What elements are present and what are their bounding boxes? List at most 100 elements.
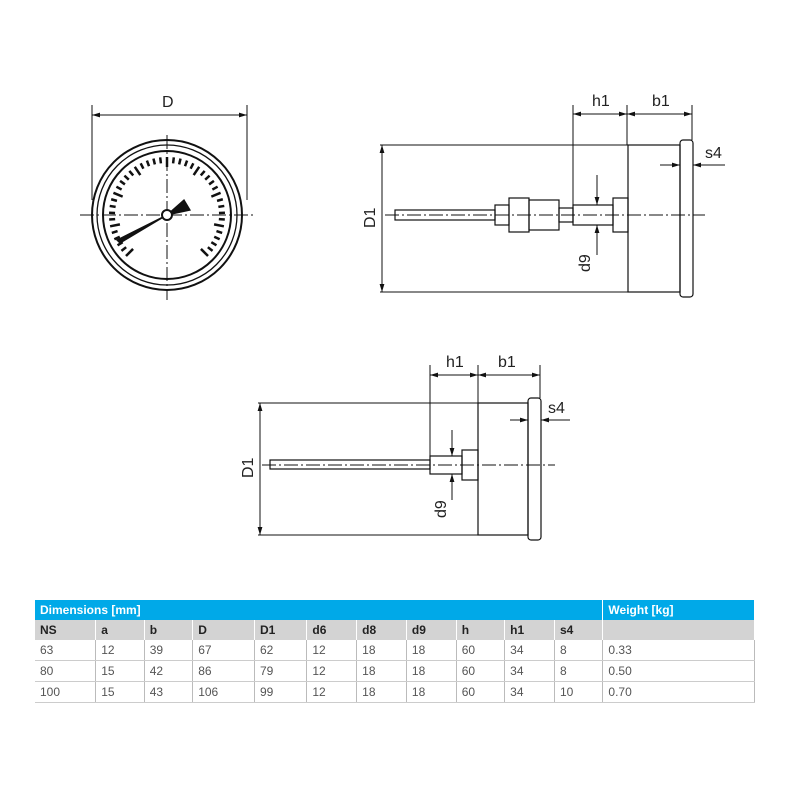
dial-tick [158, 157, 163, 164]
dial-tick [216, 198, 224, 203]
table-cell: 86 [192, 660, 255, 682]
dial-tick [199, 170, 206, 177]
table-cell: 34 [504, 640, 555, 661]
dimensions-header: Dimensions [mm] [35, 600, 604, 620]
table-cell: 67 [192, 640, 255, 661]
dial-tick [133, 166, 142, 176]
dial-tick [210, 191, 222, 198]
table-cell: 42 [144, 660, 194, 682]
table-cell: 106 [192, 681, 255, 703]
table-cell: 15 [95, 660, 145, 682]
dial-tick [123, 174, 130, 181]
dial-tick [192, 166, 201, 176]
dial-tick [109, 223, 121, 228]
table-cell: 60 [456, 640, 506, 661]
table-cell: 18 [406, 660, 457, 682]
table-cell: 0.33 [602, 640, 755, 661]
side-view-long-stem [379, 105, 725, 298]
side1-label-s4: s4 [705, 145, 722, 162]
dial-tick [116, 241, 124, 247]
dial-tick [109, 204, 116, 209]
column-header: b [144, 620, 194, 640]
column-header: h1 [504, 620, 555, 640]
dial-tick [216, 229, 223, 235]
table-cell: 39 [144, 640, 194, 661]
table-cell: 18 [406, 681, 457, 703]
table-cell: 0.70 [602, 681, 755, 703]
dial-tick [139, 162, 145, 170]
side-view-short-stem [257, 365, 570, 541]
table-cell: 12 [306, 681, 358, 703]
table-cell: 63 [35, 640, 97, 661]
table-cell: 15 [95, 681, 145, 703]
side1-label-d9: d9 [577, 254, 594, 272]
table-cell: 18 [356, 660, 407, 682]
column-header [602, 620, 755, 640]
dial-tick [213, 223, 225, 228]
column-header: d8 [356, 620, 407, 640]
table-cell: 12 [306, 660, 358, 682]
dial-tick [189, 162, 195, 170]
table-cell: 43 [144, 681, 194, 703]
dial-tick [204, 174, 211, 181]
table-cell: 34 [504, 660, 555, 682]
front-view-gauge [80, 105, 255, 300]
table-cell: 80 [35, 660, 97, 682]
table-cell: 12 [95, 640, 145, 661]
dial-tick [112, 191, 124, 198]
table-cell: 62 [254, 640, 308, 661]
weight-header: Weight [kg] [602, 600, 755, 620]
table-cell: 10 [554, 681, 604, 703]
table-cell: 60 [456, 660, 506, 682]
dial-tick [113, 235, 121, 241]
side1-label-b1: b1 [652, 93, 670, 110]
dial-tick [207, 246, 214, 252]
table-cell: 8 [554, 660, 604, 682]
table-cell: 12 [306, 640, 358, 661]
table-cell: 100 [35, 681, 97, 703]
table-cell: 79 [254, 660, 308, 682]
dial-tick [208, 179, 215, 186]
side2-label-s4: s4 [548, 400, 565, 417]
side2-label-b1: b1 [498, 354, 516, 371]
table-cell: 8 [554, 640, 604, 661]
column-header: D [192, 620, 255, 640]
column-header: D1 [254, 620, 308, 640]
column-header: d9 [406, 620, 457, 640]
side2-label-D1: D1 [240, 457, 257, 478]
dial-tick [213, 235, 221, 241]
dial-tick [183, 160, 189, 167]
dial-tick [115, 185, 123, 191]
dial-tick [218, 204, 225, 209]
column-header: a [95, 620, 145, 640]
table-cell: 60 [456, 681, 506, 703]
dial-tick [119, 179, 126, 186]
side1-label-D1: D1 [362, 207, 379, 228]
dial-tick [211, 185, 219, 191]
column-header: s4 [554, 620, 604, 640]
dial-tick [145, 160, 151, 167]
dial-tick [111, 229, 118, 235]
side2-label-h1: h1 [446, 354, 464, 371]
dial-tick [210, 241, 218, 247]
table-cell: 0.50 [602, 660, 755, 682]
column-header: d6 [306, 620, 358, 640]
dial-tick [171, 157, 176, 164]
dial-tick [177, 158, 182, 165]
table-group-header: Dimensions [mm] Weight [kg] [35, 600, 755, 620]
table-cell: 18 [406, 640, 457, 661]
dial-tick [125, 248, 134, 257]
table-cell: 34 [504, 681, 555, 703]
side2-label-d9: d9 [433, 500, 450, 518]
column-header: h [456, 620, 506, 640]
dial-tick [128, 170, 135, 177]
front-label-D: D [162, 94, 174, 111]
side1-label-h1: h1 [592, 93, 610, 110]
dial-tick [200, 248, 209, 257]
dial-tick [152, 158, 157, 165]
